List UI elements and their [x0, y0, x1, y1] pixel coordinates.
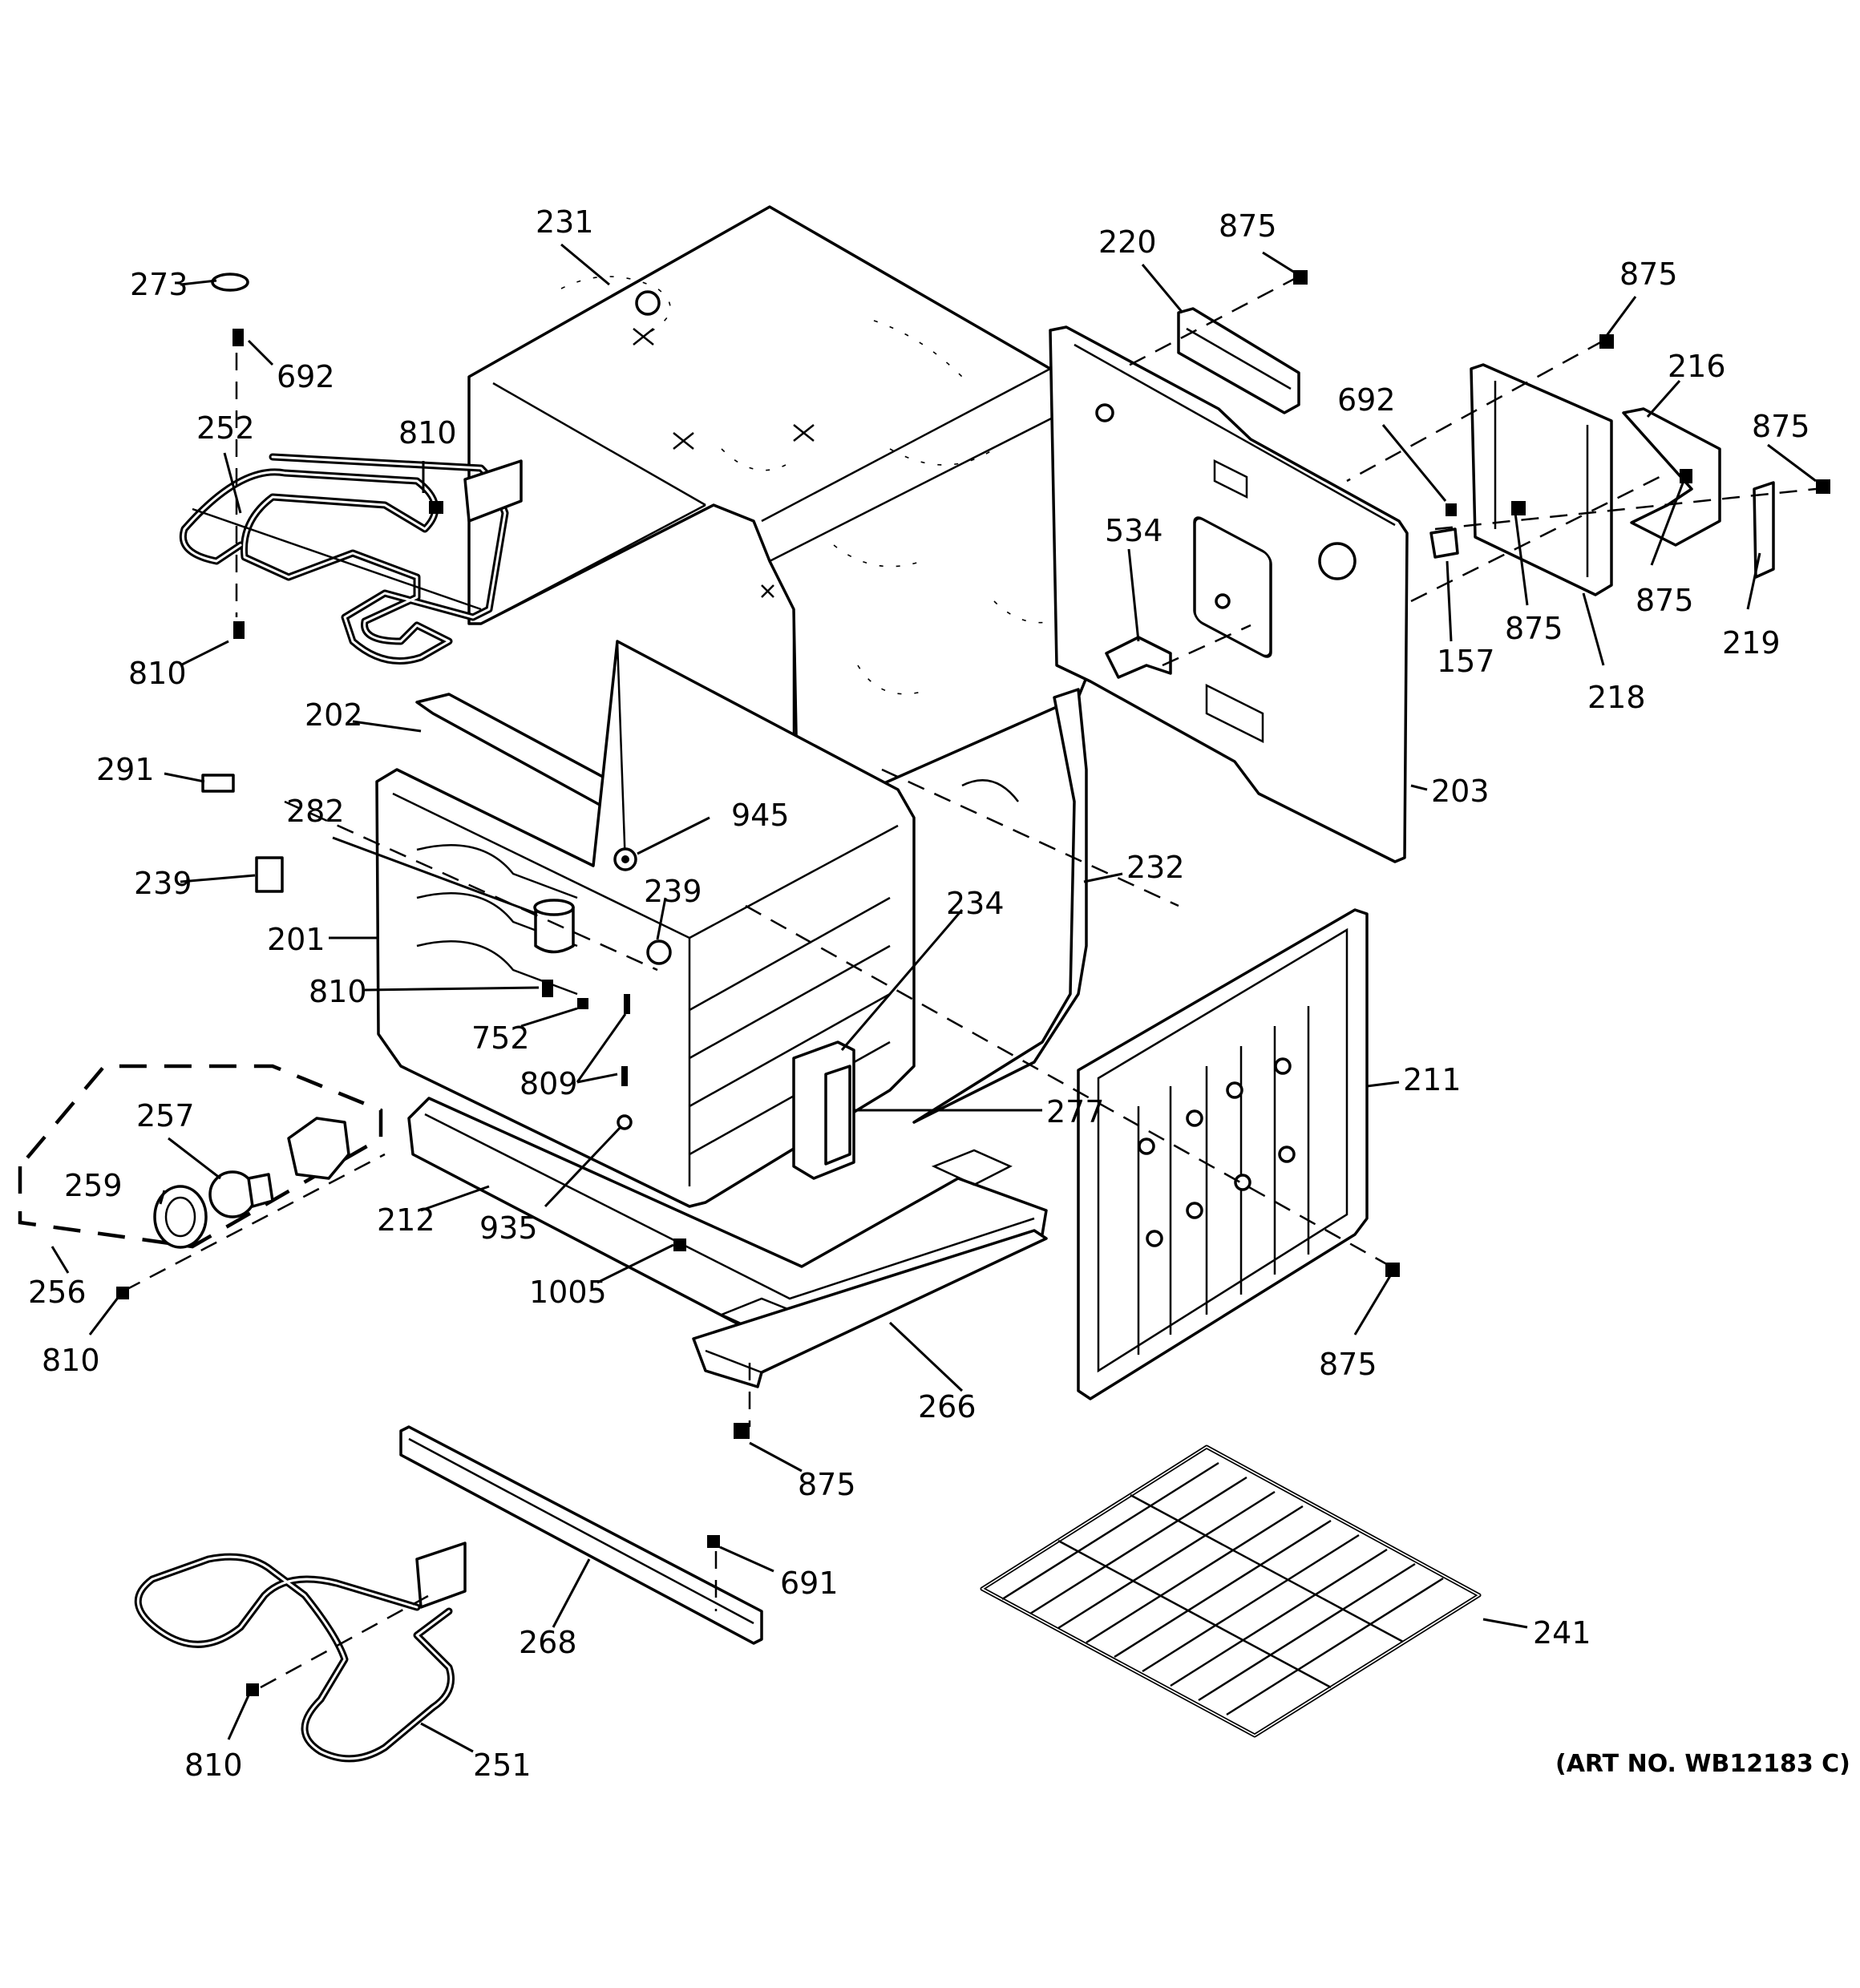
callout-273: 273 — [130, 267, 188, 302]
callout-810: 810 — [184, 1748, 243, 1783]
part-vent-box — [1470, 363, 1613, 596]
callout-752: 752 — [471, 1020, 530, 1056]
callout-256: 256 — [28, 1275, 87, 1310]
part-broil-element — [180, 453, 523, 665]
leader-lines — [51, 243, 1817, 1753]
callout-201: 201 — [267, 922, 326, 957]
callout-810: 810 — [309, 974, 367, 1009]
callout-810: 810 — [398, 415, 457, 451]
callout-266: 266 — [918, 1389, 976, 1424]
part-inner-panel — [1077, 908, 1369, 1400]
callout-232: 232 — [1126, 850, 1185, 885]
callout-219: 219 — [1722, 625, 1781, 661]
callout-212: 212 — [377, 1202, 435, 1238]
callout-875: 875 — [798, 1467, 856, 1502]
part-light-assembly-group — [18, 1064, 383, 1249]
callout-875: 875 — [1219, 208, 1277, 244]
part-bottom-bracket — [692, 1229, 1048, 1388]
callout-935: 935 — [479, 1210, 538, 1246]
callout-labels: 231 273 692 252 810 810 202 291 282 945 … — [28, 204, 1850, 1783]
part-oven-rack — [980, 1445, 1482, 1738]
part-lens — [646, 939, 672, 965]
part-bake-element — [134, 1542, 467, 1763]
callout-239: 239 — [644, 874, 702, 909]
callout-268: 268 — [519, 1625, 577, 1660]
part-light-housing — [533, 899, 575, 954]
callout-239: 239 — [134, 866, 192, 901]
callout-809: 809 — [520, 1066, 578, 1101]
part-top-bracket — [1177, 307, 1300, 414]
callout-252: 252 — [196, 410, 255, 446]
callout-216: 216 — [1668, 349, 1726, 384]
callout-202: 202 — [305, 697, 363, 733]
part-back-panel — [1049, 325, 1409, 863]
callout-810: 810 — [42, 1343, 100, 1378]
callout-251: 251 — [473, 1748, 532, 1783]
part-outer-case — [467, 205, 1092, 818]
callout-259: 259 — [64, 1168, 123, 1203]
callout-945: 945 — [731, 798, 790, 833]
callout-692: 692 — [1337, 382, 1396, 418]
part-side-panel — [912, 688, 1088, 1124]
callout-234: 234 — [946, 886, 1005, 921]
callout-220: 220 — [1098, 224, 1157, 260]
callout-1005: 1005 — [529, 1275, 607, 1310]
callout-875: 875 — [1505, 611, 1563, 646]
part-vent-cover — [1622, 407, 1721, 547]
callout-875: 875 — [1319, 1347, 1377, 1382]
callout-291: 291 — [96, 752, 155, 787]
part-oven-cavity — [375, 640, 916, 1208]
alignment-lines — [123, 275, 1817, 1689]
callout-157: 157 — [1437, 644, 1495, 679]
part-rail — [399, 1425, 763, 1645]
callout-277: 277 — [1046, 1094, 1105, 1129]
callout-241: 241 — [1533, 1615, 1591, 1651]
callout-875: 875 — [1636, 583, 1694, 618]
callout-218: 218 — [1587, 680, 1646, 715]
part-switch — [792, 1040, 855, 1180]
part-grommet — [613, 847, 637, 871]
part-thermostat — [1429, 527, 1459, 559]
callout-534: 534 — [1105, 513, 1163, 548]
callout-257: 257 — [136, 1098, 195, 1133]
art-number: (ART NO. WB12183 C) — [1555, 1750, 1850, 1778]
callout-211: 211 — [1403, 1062, 1462, 1097]
callout-875: 875 — [1619, 257, 1678, 292]
callout-203: 203 — [1431, 774, 1490, 809]
callout-875: 875 — [1752, 409, 1810, 444]
callout-691: 691 — [780, 1566, 839, 1601]
callout-810: 810 — [128, 656, 187, 691]
callout-282: 282 — [286, 794, 345, 829]
callout-231: 231 — [536, 204, 594, 240]
callout-692: 692 — [277, 359, 335, 394]
